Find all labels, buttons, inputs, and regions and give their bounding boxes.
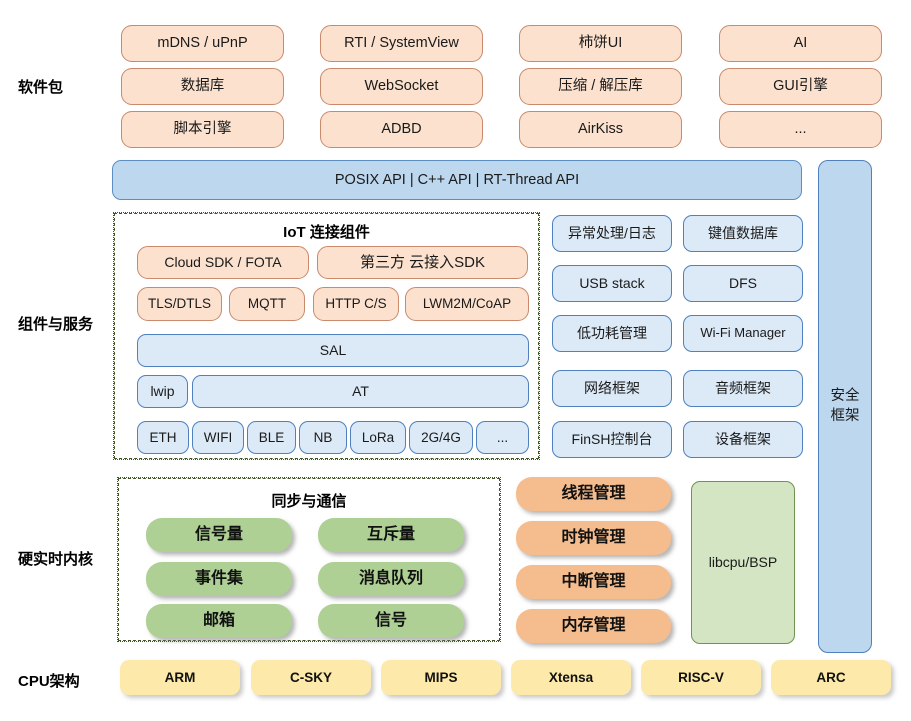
iot-link-box[interactable]: WIFI <box>192 421 244 454</box>
kernel-sync-box[interactable]: 消息队列 <box>318 562 464 596</box>
package-box[interactable]: ... <box>719 111 882 148</box>
security-frame-line2: 框架 <box>830 407 860 424</box>
component-box[interactable]: 键值数据库 <box>683 215 803 252</box>
security-frame: 安全 框架 <box>818 160 872 653</box>
kernel-sync-box[interactable]: 事件集 <box>146 562 292 596</box>
component-box[interactable]: 音频框架 <box>683 370 803 407</box>
iot-sal-box[interactable]: SAL <box>137 334 529 367</box>
iot-lwip-box[interactable]: lwip <box>137 375 188 408</box>
cpu-arch-box[interactable]: ARM <box>120 660 240 695</box>
iot-link-box[interactable]: 2G/4G <box>409 421 473 454</box>
row-label-software-packages: 软件包 <box>18 79 64 96</box>
component-box[interactable]: Wi-Fi Manager <box>683 315 803 352</box>
row-label-hard-realtime-kernel: 硬实时内核 <box>18 551 94 568</box>
cpu-arch-box[interactable]: Xtensa <box>511 660 631 695</box>
package-box[interactable]: 脚本引擎 <box>121 111 284 148</box>
package-box[interactable]: GUI引擎 <box>719 68 882 105</box>
iot-link-box[interactable]: LoRa <box>350 421 406 454</box>
package-box[interactable]: RTI / SystemView <box>320 25 483 62</box>
cpu-arch-box[interactable]: ARC <box>771 660 891 695</box>
iot-link-box[interactable]: BLE <box>247 421 296 454</box>
component-box[interactable]: 低功耗管理 <box>552 315 672 352</box>
package-box[interactable]: 柿饼UI <box>519 25 682 62</box>
kernel-sync-box[interactable]: 信号 <box>318 604 464 638</box>
iot-protocol-box[interactable]: HTTP C/S <box>313 287 399 321</box>
cpu-arch-box[interactable]: MIPS <box>381 660 501 695</box>
iot-at-box[interactable]: AT <box>192 375 529 408</box>
kernel-sync-box[interactable]: 互斥量 <box>318 518 464 552</box>
component-box[interactable]: 设备框架 <box>683 421 803 458</box>
iot-protocol-box[interactable]: LWM2M/CoAP <box>405 287 529 321</box>
iot-link-box[interactable]: ETH <box>137 421 189 454</box>
kernel-sync-box[interactable]: 邮箱 <box>146 604 292 638</box>
package-box[interactable]: mDNS / uPnP <box>121 25 284 62</box>
iot-protocol-box[interactable]: TLS/DTLS <box>137 287 222 321</box>
iot-protocol-box[interactable]: MQTT <box>229 287 305 321</box>
package-box[interactable]: 数据库 <box>121 68 284 105</box>
kernel-manager-box[interactable]: 时钟管理 <box>516 521 671 555</box>
component-box[interactable]: USB stack <box>552 265 672 302</box>
package-box[interactable]: ADBD <box>320 111 483 148</box>
component-box[interactable]: FinSH控制台 <box>552 421 672 458</box>
row-label-cpu-arch: CPU架构 <box>18 673 80 690</box>
iot-frame-title: IoT 连接组件 <box>283 224 370 241</box>
kernel-sync-frame-title: 同步与通信 <box>271 493 347 510</box>
package-box[interactable]: AirKiss <box>519 111 682 148</box>
kernel-sync-box[interactable]: 信号量 <box>146 518 292 552</box>
kernel-manager-box[interactable]: 内存管理 <box>516 609 671 643</box>
iot-third-party-sdk-box[interactable]: 第三方 云接入SDK <box>317 246 528 279</box>
component-box[interactable]: DFS <box>683 265 803 302</box>
kernel-manager-box[interactable]: 线程管理 <box>516 477 671 511</box>
kernel-manager-box[interactable]: 中断管理 <box>516 565 671 599</box>
component-box[interactable]: 网络框架 <box>552 370 672 407</box>
row-label-components-services: 组件与服务 <box>18 316 94 333</box>
cpu-arch-box[interactable]: RISC-V <box>641 660 761 695</box>
security-frame-line1: 安全 <box>830 387 860 404</box>
package-box[interactable]: 压缩 / 解压库 <box>519 68 682 105</box>
api-bar: POSIX API | C++ API | RT-Thread API <box>112 160 802 200</box>
package-box[interactable]: AI <box>719 25 882 62</box>
component-box[interactable]: 异常处理/日志 <box>552 215 672 252</box>
iot-link-box[interactable]: NB <box>299 421 347 454</box>
package-box[interactable]: WebSocket <box>320 68 483 105</box>
libcpu-bsp-box[interactable]: libcpu/BSP <box>691 481 795 644</box>
iot-cloud-sdk-box[interactable]: Cloud SDK / FOTA <box>137 246 309 279</box>
cpu-arch-box[interactable]: C-SKY <box>251 660 371 695</box>
iot-link-box[interactable]: ... <box>476 421 529 454</box>
